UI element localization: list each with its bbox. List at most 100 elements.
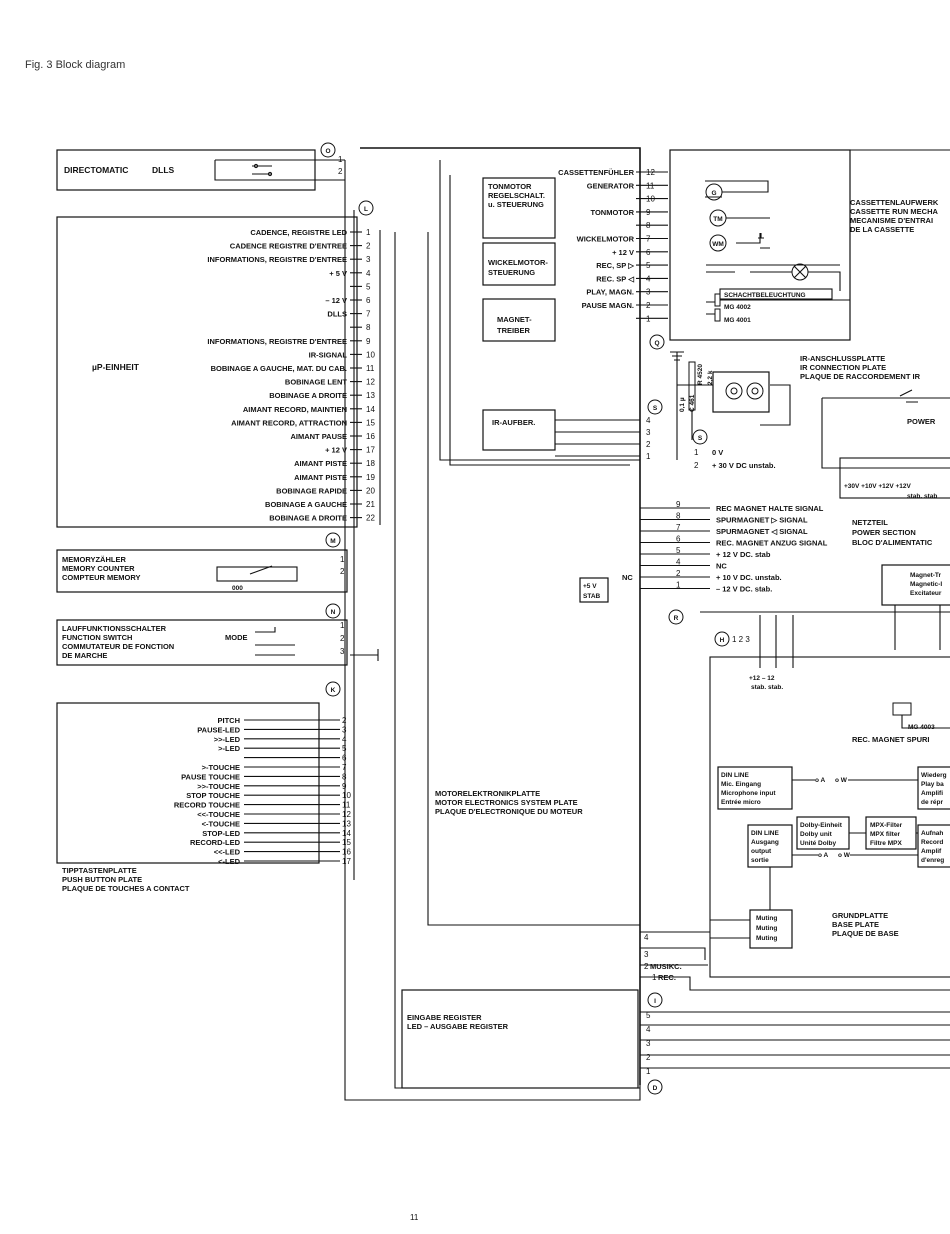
svg-text:Entrée micro: Entrée micro	[721, 799, 761, 806]
svg-text:TREIBER: TREIBER	[497, 326, 531, 335]
svg-text:1: 1	[340, 621, 345, 630]
svg-text:3: 3	[340, 647, 345, 656]
motor-electronics-line-1: MOTORELEKTRONIKPLATTE	[435, 789, 540, 798]
ir-res-value: 2,2 k	[707, 370, 714, 385]
mg-4002: MG 4002	[724, 304, 751, 311]
svg-text:Magnet-Tr: Magnet-Tr	[910, 572, 942, 579]
key-pin-number: 13	[342, 819, 351, 828]
eingabe-pin-number: 3	[646, 1039, 651, 1048]
up-pin-label: DLLS	[327, 310, 347, 319]
motor-pin-number: 7	[646, 235, 651, 244]
directomatic-title: DIRECTOMATIC	[64, 165, 128, 175]
up-pin-number: 3	[366, 255, 371, 264]
ir-connection-line-2: IR CONNECTION PLATE	[800, 363, 886, 372]
up-pin-number: 4	[366, 269, 371, 278]
svg-text:Amplifi: Amplifi	[921, 790, 943, 797]
oa-out: o A	[818, 852, 829, 859]
netzteil-line-3: BLOC D'ALIMENTATIC	[852, 538, 933, 547]
up-einheit-box	[56, 216, 358, 528]
svg-text:Mic. Eingang: Mic. Eingang	[721, 781, 761, 788]
svg-text:IR-AUFBER.: IR-AUFBER.	[492, 418, 535, 427]
connector-i	[647, 992, 663, 1008]
connector-h	[714, 631, 730, 647]
key-label: <<-LED	[214, 848, 241, 857]
up-pin-label: BOBINAGE A GAUCHE	[265, 500, 347, 509]
ir-connection-line-1: IR-ANSCHLUSSPLATTE	[800, 354, 885, 363]
key-label: <-TOUCHE	[202, 819, 240, 828]
motor-pin-label: WICKELMOTOR	[577, 235, 635, 244]
key-label: >-LED	[218, 744, 240, 753]
svg-text:Wiederg: Wiederg	[921, 772, 947, 779]
svg-text:DIN LINE: DIN LINE	[721, 772, 749, 779]
ir-connection-line-3: PLAQUE DE RACCORDEMENT IR	[800, 372, 921, 381]
svg-text:STEUERUNG: STEUERUNG	[488, 268, 535, 277]
up-pin-label: CADENCE, REGISTRE LED	[250, 228, 347, 237]
key-pin-number: 17	[342, 857, 351, 866]
up-pin-number: 10	[366, 350, 375, 359]
din-line-out-box	[747, 824, 793, 868]
push-button-line-3: PLAQUE DE TOUCHES A CONTACT	[62, 884, 190, 893]
svg-text:DIN LINE: DIN LINE	[751, 830, 779, 837]
up-pin-number: 14	[366, 405, 375, 414]
svg-text:de répr: de répr	[921, 799, 944, 806]
svg-text:Muting: Muting	[756, 925, 777, 932]
key-label: RECORD TOUCHE	[174, 801, 240, 810]
push-button-line-1: TIPPTASTENPLATTE	[62, 866, 137, 875]
svg-text:MAGNET-: MAGNET-	[497, 315, 532, 324]
key-label: >>-TOUCHE	[197, 782, 240, 791]
connector-s-left	[647, 399, 663, 415]
din-line-in-box	[717, 766, 793, 810]
connector-s-right	[692, 429, 708, 445]
svg-text:NC: NC	[622, 573, 633, 582]
r-pin-number: 2	[676, 569, 681, 578]
up-pin-label: + 5 V	[329, 269, 347, 278]
key-label: >-TOUCHE	[202, 763, 240, 772]
schacht-label: SCHACHTBELEUCHTUNG	[724, 292, 806, 299]
page-number: 11	[410, 1213, 419, 1222]
netzteil-line-1: NETZTEIL	[852, 518, 888, 527]
eingabe-line-2: LED – AUSGABE REGISTER	[407, 1022, 509, 1031]
motor-pin-number: 3	[646, 288, 651, 297]
rec-magnet-label: REC. MAGNET SPURI	[852, 735, 930, 744]
motor-pin-number: 5	[646, 261, 651, 270]
connector-n	[325, 603, 341, 619]
ow-in: o W	[835, 777, 848, 784]
svg-text:Dolby-Einheit: Dolby-Einheit	[800, 822, 843, 829]
up-pin-label: AIMANT PAUSE	[290, 432, 347, 441]
motor-pin-label: REC. SP ◁	[596, 274, 635, 283]
up-pin-label: INFORMATIONS, REGISTRE D'ENTREE	[207, 337, 347, 346]
svg-text:+5 V: +5 V	[583, 583, 597, 590]
s-pin-number: 1	[694, 448, 699, 457]
memory-line-2: MEMORY COUNTER	[62, 564, 135, 573]
connector-d	[647, 1079, 663, 1095]
cassette-run-line-1: CASSETTENLAUFWERK	[850, 198, 939, 207]
svg-text:N: N	[331, 609, 336, 616]
motor-pin-number: 9	[646, 208, 651, 217]
eingabe-line-1: EINGABE REGISTER	[407, 1013, 482, 1022]
grundplatte-line-2: BASE PLATE	[832, 920, 879, 929]
key-label: PAUSE-LED	[197, 725, 240, 734]
svg-text:4: 4	[644, 933, 649, 942]
svg-text:H: H	[720, 637, 725, 644]
cassette-run-line-4: DE LA CASSETTE	[850, 225, 914, 234]
r-pin-label: – 12 V DC. stab.	[716, 585, 772, 594]
key-pin-number: 14	[342, 829, 351, 838]
r-pin-number: 8	[676, 512, 681, 521]
up-pin-number: 1	[366, 228, 371, 237]
svg-text:u. STEUERUNG: u. STEUERUNG	[488, 200, 544, 209]
up-pin-label: AIMANT RECORD, ATTRACTION	[231, 418, 347, 427]
netzteil-stab: stab. stab	[907, 493, 937, 500]
svg-text:Microphone input: Microphone input	[721, 790, 776, 797]
oa-in: o A	[815, 777, 826, 784]
svg-text:Unité Dolby: Unité Dolby	[800, 840, 836, 847]
motor-pin-label: + 12 V	[612, 248, 634, 257]
svg-text:I: I	[654, 998, 656, 1005]
motor-pin-number: 1	[646, 314, 651, 323]
up-pin-label: CADENCE REGISTRE D'ENTREE	[230, 242, 347, 251]
svg-text:sortie: sortie	[751, 857, 769, 864]
r-pin-number: 6	[676, 535, 681, 544]
ir-res-ref: R 4520	[697, 364, 704, 385]
ir-pin-number: 4	[646, 416, 651, 425]
up-pin-number: 5	[366, 282, 371, 291]
